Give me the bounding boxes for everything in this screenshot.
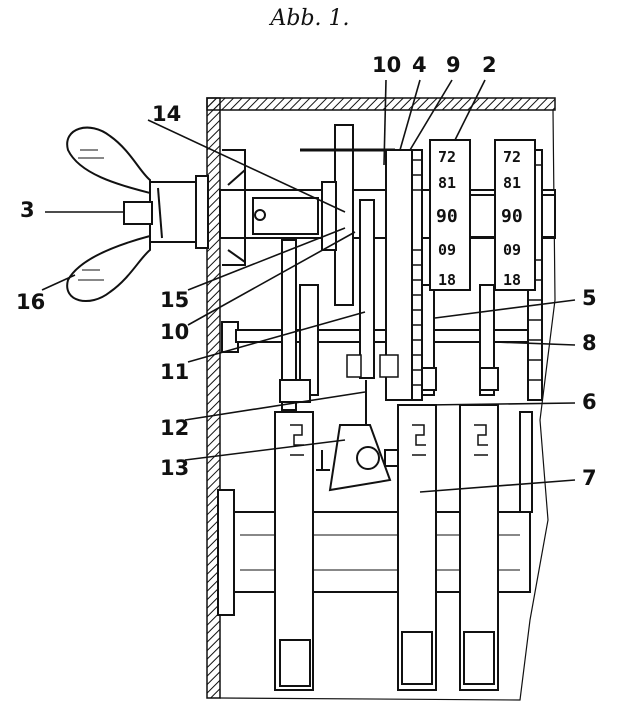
damper-blocks <box>346 354 399 378</box>
label-6: 6 <box>582 390 597 414</box>
label-15: 15 <box>160 288 190 312</box>
wheel1-digit-2: 81 <box>438 174 456 192</box>
label-9: 9 <box>446 53 461 77</box>
wheel2-digit-1: 72 <box>503 148 521 166</box>
label-4: 4 <box>412 53 427 77</box>
wheel2-digit-4: 09 <box>503 241 521 259</box>
label-14: 14 <box>152 102 182 126</box>
wheel1-digit-4: 09 <box>438 241 456 259</box>
label-12: 12 <box>160 416 190 440</box>
leader-lines <box>41 79 576 493</box>
label-5: 5 <box>582 286 597 310</box>
digit-wheel-1: 72 81 90 09 18 <box>436 148 458 289</box>
wheel2-digit-2: 81 <box>503 174 521 192</box>
wheel2-digit-5: 18 <box>503 271 521 289</box>
label-7: 7 <box>582 466 597 490</box>
label-3: 3 <box>20 198 35 222</box>
wheel1-digit-1: 72 <box>438 148 456 166</box>
label-10-lower: 10 <box>160 320 190 344</box>
wheel1-digit-5: 18 <box>438 271 456 289</box>
label-10-upper: 10 <box>372 53 402 77</box>
wheel2-digit-3: 90 <box>501 206 523 227</box>
digit-wheel-2: 72 81 90 09 18 <box>501 148 523 289</box>
bell <box>316 424 402 492</box>
label-8: 8 <box>582 331 597 355</box>
label-16: 16 <box>16 290 46 314</box>
label-2: 2 <box>482 53 497 77</box>
housing-frame <box>206 97 556 701</box>
label-13: 13 <box>160 456 190 480</box>
label-11: 11 <box>160 360 190 384</box>
key-columns <box>274 404 533 691</box>
figure-caption: Abb. 1. <box>270 6 350 31</box>
counter-gears <box>385 139 543 401</box>
wheel1-digit-3: 90 <box>436 206 458 227</box>
wing-nut <box>66 126 209 302</box>
